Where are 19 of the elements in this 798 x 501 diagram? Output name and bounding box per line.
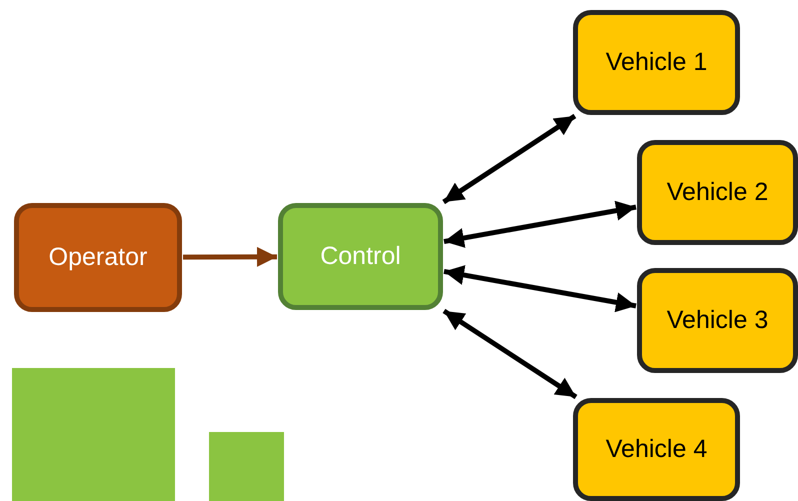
arrow (442, 308, 578, 400)
process-box (637, 268, 798, 373)
process-box (573, 10, 740, 115)
node-label: Control (320, 240, 401, 272)
process-box (637, 140, 798, 245)
filled-square (12, 368, 175, 501)
process-box (573, 398, 740, 501)
node-label: Vehicle 2 (666, 176, 768, 208)
node-label: Vehicle 1 (606, 46, 708, 78)
node-label: Operator (48, 242, 148, 273)
arrow (442, 114, 576, 204)
node-label: Vehicle 3 (666, 304, 768, 336)
filled-square (209, 432, 284, 501)
node-label: Vehicle 4 (606, 434, 708, 465)
arrow (444, 200, 636, 248)
arrow (444, 265, 636, 312)
process-box (278, 203, 443, 310)
process-box (14, 203, 182, 312)
arrow (183, 246, 277, 267)
